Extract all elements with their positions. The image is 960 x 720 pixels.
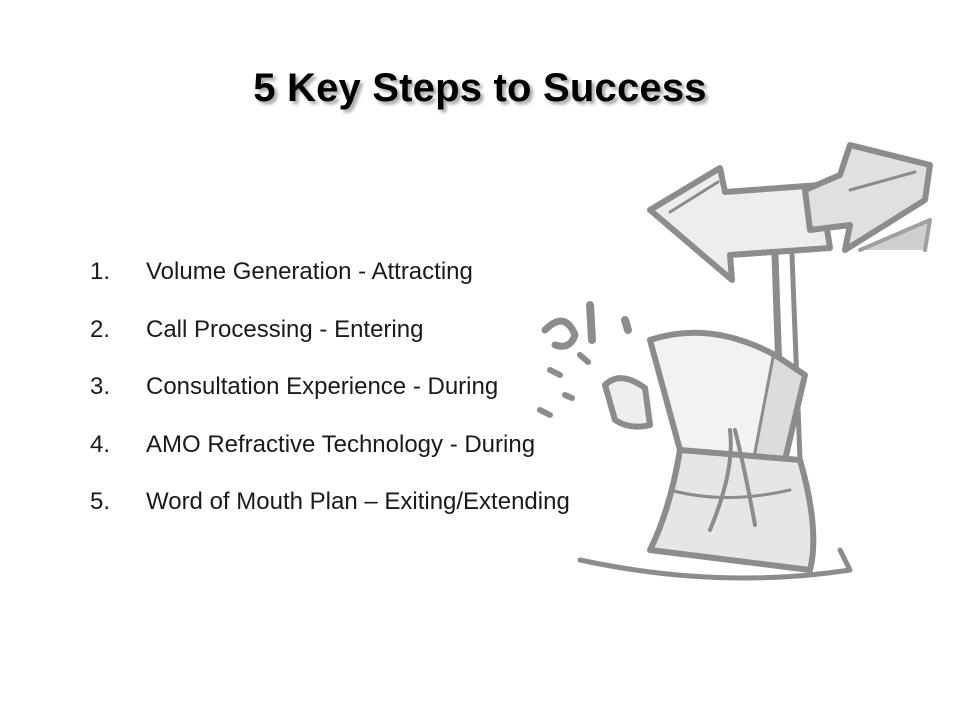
- step-text: Volume Generation - Attracting: [146, 258, 473, 285]
- list-item: 5. Word of Mouth Plan – Exiting/Extendin…: [90, 488, 570, 546]
- list-item: 3. Consultation Experience - During: [90, 373, 570, 431]
- step-number: 2.: [90, 315, 111, 343]
- step-number: 5.: [90, 488, 111, 515]
- list-item: 4. AMO Refractive Technology - During: [90, 431, 570, 489]
- slide-title: 5 Key Steps to Success: [253, 66, 707, 110]
- list-item: 1. Volume Generation - Attracting: [90, 258, 570, 316]
- list-item: 2. Call Processing - Entering: [90, 316, 570, 374]
- step-text: AMO Refractive Technology - During: [146, 430, 536, 458]
- step-text: Call Processing - Entering: [146, 315, 424, 343]
- step-number: 1.: [90, 258, 111, 285]
- signpost-sketch-icon: [537, 142, 933, 581]
- step-number: 3.: [90, 373, 111, 400]
- step-text: Word of Mouth Plan – Exiting/Extending: [146, 488, 570, 515]
- step-text: Consultation Experience - During: [146, 373, 499, 400]
- steps-list: 1. Volume Generation - Attracting 2. Cal…: [90, 258, 570, 546]
- step-number: 4.: [90, 430, 111, 458]
